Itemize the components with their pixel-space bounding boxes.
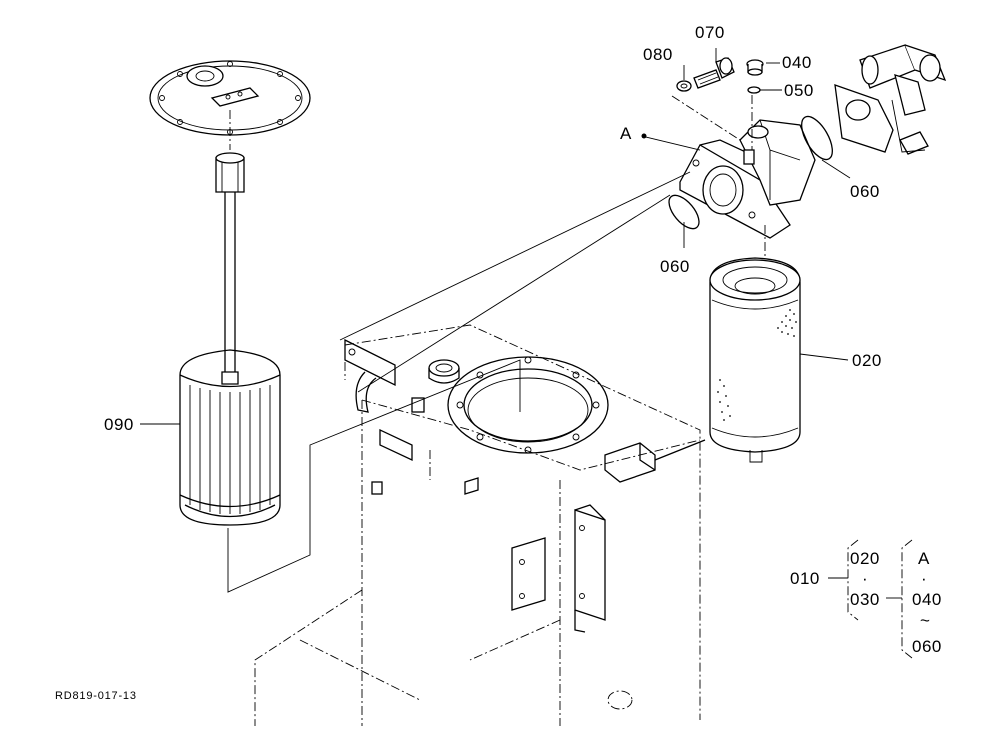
return-filter-020 bbox=[709, 257, 801, 463]
plug-040 bbox=[746, 59, 764, 76]
legend-040: 040 bbox=[912, 590, 942, 609]
tank-bracket-right bbox=[511, 439, 706, 633]
pipe-fitting-right bbox=[834, 44, 947, 155]
legend-a: A bbox=[918, 549, 930, 568]
tank-bracket-left bbox=[344, 338, 479, 495]
o-ring-060-upper bbox=[801, 115, 833, 161]
legend-dot-1: · bbox=[862, 569, 869, 588]
part-label-050: 050 bbox=[784, 81, 814, 100]
legend-range: ~ bbox=[920, 611, 931, 630]
tank-filter-opening bbox=[447, 356, 609, 454]
part-label-060-lower: 060 bbox=[660, 257, 690, 276]
filter-head-a bbox=[641, 95, 816, 268]
legend-set-010: 010 bbox=[790, 569, 820, 588]
legend-060: 060 bbox=[912, 637, 942, 656]
part-label-070: 070 bbox=[695, 23, 725, 42]
part-label-040: 040 bbox=[782, 53, 812, 72]
leader-lines bbox=[140, 48, 851, 425]
part-label-020: 020 bbox=[852, 351, 882, 370]
part-label-060-upper: 060 bbox=[850, 182, 880, 201]
suction-filter-090 bbox=[149, 60, 521, 593]
part-label-080: 080 bbox=[643, 45, 673, 64]
tank-filler-neck bbox=[428, 359, 460, 384]
hydraulic-tank bbox=[254, 324, 701, 726]
part-label-090: 090 bbox=[104, 415, 134, 434]
gasket-050 bbox=[747, 86, 761, 94]
drawing-code: RD819-017-13 bbox=[55, 690, 137, 702]
o-ring-060-lower bbox=[668, 194, 700, 230]
legend-020: 020 bbox=[850, 549, 880, 568]
legend-brackets bbox=[828, 539, 913, 659]
washer-080 bbox=[676, 80, 692, 92]
reference-label-a: A bbox=[620, 124, 632, 143]
bolt-070 bbox=[693, 57, 735, 89]
legend-030: 030 bbox=[850, 590, 880, 609]
legend-dot-2: · bbox=[921, 569, 928, 588]
